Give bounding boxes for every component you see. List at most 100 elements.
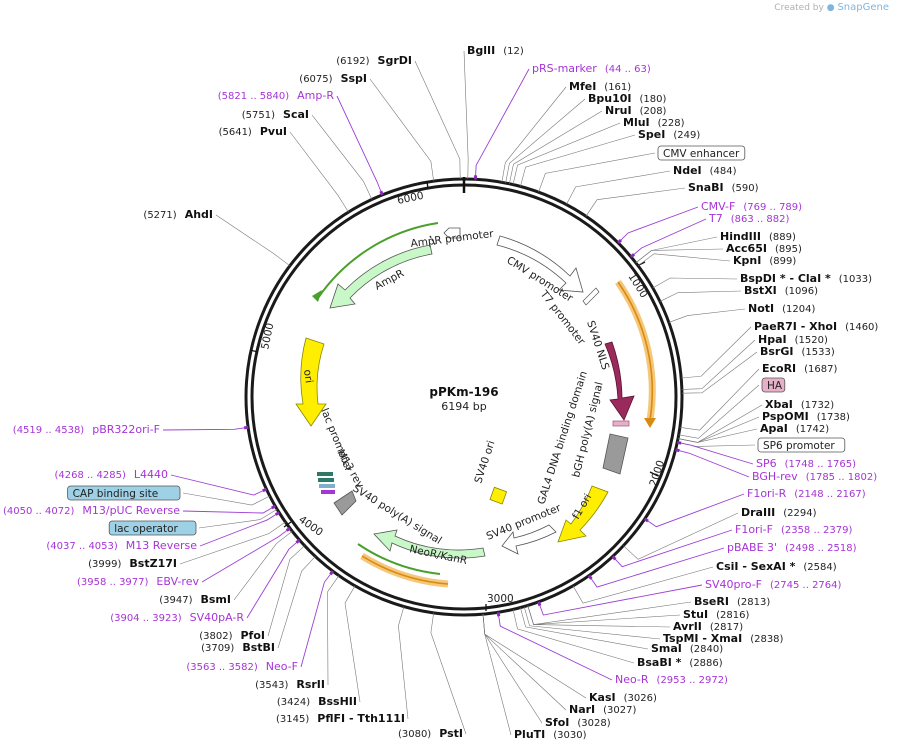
feature-box-text: SP6 promoter	[763, 440, 835, 452]
site-label-pbr322ori-f[interactable]: (4519 .. 4538)pBR322ori-F	[13, 423, 160, 436]
site-label-spei[interactable]: SpeI(249)	[638, 128, 700, 141]
sv40-nls-arrow[interactable]	[604, 341, 635, 421]
bgh-polya-block[interactable]	[602, 433, 629, 475]
site-label-bspdi-clai[interactable]: BspDI * - ClaI *(1033)	[740, 272, 872, 285]
site-label-draiii[interactable]: DraIII(2294)	[741, 506, 817, 519]
site-label-sp6-promoter[interactable]: SP6 promoter	[757, 437, 846, 453]
site-label-bseri[interactable]: BseRI(2813)	[694, 595, 770, 608]
site-label-lac-operator[interactable]: lac operator	[108, 520, 197, 536]
site-label-sgrdi[interactable]: (6192)SgrDI	[336, 54, 412, 67]
site-label-cap-binding-site[interactable]: CAP binding site	[67, 485, 181, 501]
site-label-nari[interactable]: NarI(3027)	[569, 703, 637, 716]
site-label-text: (3543)RsrII	[255, 678, 325, 691]
site-label-bsmi[interactable]: (3947)BsmI	[159, 593, 231, 606]
tick-label-3000: 3000	[487, 593, 514, 605]
site-label-cmv-f[interactable]: CMV-F(769 .. 789)	[701, 200, 802, 213]
site-label-sspi[interactable]: (6075)SspI	[299, 72, 367, 85]
site-label-tspmi-xmai[interactable]: TspMI - XmaI(2838)	[663, 632, 784, 645]
primer-site-t7	[630, 253, 636, 259]
site-label-bgh-rev[interactable]: BGH-rev(1785 .. 1802)	[752, 470, 877, 483]
site-label-bpu10i[interactable]: Bpu10I(180)	[588, 92, 666, 105]
site-label-f1ori-f[interactable]: F1ori-F(2358 .. 2379)	[735, 523, 852, 536]
site-label-sv40pro-f[interactable]: SV40pro-F(2745 .. 2764)	[705, 578, 842, 591]
site-label-pspomi[interactable]: PspOMI(1738)	[762, 410, 850, 423]
sv40-promoter-arrow[interactable]	[501, 524, 557, 555]
site-label-pflfi-tth111i[interactable]: (3145)PflFI - Tth111I	[276, 712, 405, 725]
site-label-kpni[interactable]: KpnI(899)	[733, 254, 796, 267]
site-label-l4440[interactable]: (4268 .. 4285)L4440	[54, 468, 168, 481]
site-label-bglii[interactable]: BglII(12)	[467, 44, 524, 57]
leader-line-hpai	[681, 339, 756, 390]
site-label-mfei[interactable]: MfeI(161)	[569, 80, 631, 93]
site-label-ebv-rev[interactable]: (3958 .. 3977)EBV-rev	[77, 575, 199, 588]
site-label-pluti[interactable]: PluTI(3030)	[514, 728, 587, 741]
site-label-amp-r[interactable]: (5821 .. 5840)Amp-R	[218, 89, 335, 102]
site-label-t7[interactable]: T7(863 .. 882)	[708, 212, 790, 225]
site-label-paer7i-xhoi[interactable]: PaeR7I - XhoI(1460)	[754, 320, 878, 333]
primer-site-neo-r	[496, 612, 501, 617]
site-label-pbabe-3[interactable]: pBABE 3'(2498 .. 2518)	[727, 541, 857, 554]
site-label-acc65i[interactable]: Acc65I(895)	[726, 242, 802, 255]
site-label-neo-f[interactable]: (3563 .. 3582)Neo-F	[186, 660, 298, 673]
site-label-text: TspMI - XmaI(2838)	[663, 632, 784, 645]
site-label-f1ori-r[interactable]: F1ori-R(2148 .. 2167)	[747, 487, 866, 500]
neor-kanr-arrow[interactable]	[373, 529, 486, 559]
sv40-ori-marker[interactable]	[489, 486, 508, 505]
site-label-neo-r[interactable]: Neo-R(2953 .. 2972)	[615, 673, 728, 686]
site-label-prs-marker[interactable]: pRS-marker(44 .. 63)	[532, 62, 651, 75]
site-label-cmv-enhancer[interactable]: CMV enhancer	[657, 145, 746, 161]
site-label-hindiii[interactable]: HindIII(889)	[720, 230, 796, 243]
site-label-text: (6192)SgrDI	[336, 54, 412, 67]
site-label-snabi[interactable]: SnaBI(590)	[688, 181, 759, 194]
site-label-m13-puc-reverse[interactable]: (4050 .. 4072)M13/pUC Reverse	[3, 504, 180, 517]
sv40-polya-block[interactable]	[333, 490, 357, 516]
primer-site-pbabe-3	[587, 574, 593, 580]
site-label-rsrii[interactable]: (3543)RsrII	[255, 678, 325, 691]
site-label-nrui[interactable]: NruI(208)	[605, 104, 667, 117]
site-label-mlui[interactable]: MluI(228)	[623, 116, 685, 129]
site-label-bsabi[interactable]: BsaBI *(2886)	[637, 656, 723, 669]
site-label-ecori[interactable]: EcoRI(1687)	[762, 362, 838, 375]
site-label-bstz17i[interactable]: (3999)BstZ17I	[88, 557, 177, 570]
site-label-sv40pa-r[interactable]: (3904 .. 3923)SV40pA-R	[110, 611, 244, 624]
site-label-kasi[interactable]: KasI(3026)	[589, 691, 657, 704]
t7-promoter-arrow[interactable]	[582, 287, 600, 306]
site-label-text: MfeI(161)	[569, 80, 631, 93]
site-label-text: (4050 .. 4072)M13/pUC Reverse	[3, 504, 180, 517]
primer-site-l4440	[262, 487, 268, 493]
site-label-scai[interactable]: (5751)ScaI	[242, 108, 309, 121]
orf-arrow-right-core	[617, 281, 654, 421]
site-label-apai[interactable]: ApaI(1742)	[760, 422, 829, 435]
ori-arrow[interactable]	[295, 337, 327, 427]
site-label-stui[interactable]: StuI(2816)	[683, 608, 749, 621]
site-label-bsrgi[interactable]: BsrGI(1533)	[760, 345, 835, 358]
site-label-smai[interactable]: SmaI(2840)	[651, 642, 723, 655]
ampr-arrow[interactable]	[329, 244, 433, 309]
site-label-sp6[interactable]: SP6(1748 .. 1765)	[756, 457, 856, 470]
lac-elements-stack[interactable]	[317, 472, 335, 494]
site-label-bstxi[interactable]: BstXI(1096)	[744, 284, 818, 297]
site-label-xbai[interactable]: XbaI(1732)	[765, 398, 834, 411]
site-label-psti[interactable]: (3080)PstI	[398, 727, 463, 740]
site-label-hpai[interactable]: HpaI(1520)	[758, 333, 828, 346]
site-label-ahdi[interactable]: (5271)AhdI	[143, 208, 213, 221]
ha-tag-marker[interactable]	[612, 420, 630, 427]
ampr-promoter-arrow[interactable]	[443, 227, 461, 239]
site-label-csii-sexai[interactable]: CsiI - SexAI *(2584)	[716, 560, 837, 573]
site-label-pfoi[interactable]: (3802)PfoI	[199, 629, 265, 642]
site-label-text: CsiI - SexAI *(2584)	[716, 560, 837, 573]
site-label-pvui[interactable]: (5641)PvuI	[219, 125, 287, 138]
site-label-text: BglII(12)	[467, 44, 524, 57]
site-label-noti[interactable]: NotI(1204)	[748, 302, 815, 315]
site-label-bstbi[interactable]: (3709)BstBI	[201, 641, 275, 654]
f1-ori-arrow[interactable]	[557, 485, 609, 543]
site-label-sfoi[interactable]: SfoI(3028)	[545, 716, 611, 729]
site-label-ndei[interactable]: NdeI(484)	[673, 164, 737, 177]
cmv-promoter-arrow[interactable]	[496, 235, 584, 293]
site-label-bsshii[interactable]: (3424)BssHII	[277, 695, 357, 708]
site-label-text: Neo-R(2953 .. 2972)	[615, 673, 728, 686]
site-label-ha[interactable]: HA	[761, 377, 786, 393]
site-label-m13-reverse[interactable]: (4037 .. 4053)M13 Reverse	[46, 539, 197, 552]
leader-line-bstxi	[659, 290, 742, 302]
site-label-avrii[interactable]: AvrII(2817)	[673, 620, 743, 633]
